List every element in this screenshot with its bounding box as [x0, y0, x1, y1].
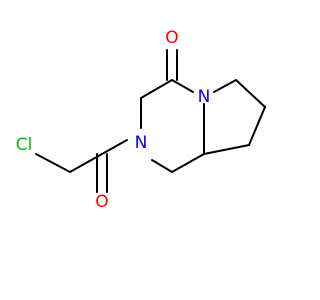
bond-carbonyl-n	[101, 139, 128, 155]
molecule-structure: Cl O N O N	[16, 28, 266, 212]
bond-pyrrolidine-c2-c3	[248, 106, 266, 146]
bond-ring-carbonyl-n	[171, 79, 194, 93]
ring-nitrogen-atom-label: N	[198, 87, 211, 107]
bond-n-ch2-pyrrolidine	[213, 79, 237, 93]
bond-pyrrolidine-c1-c2	[235, 79, 266, 108]
bond-pyrrolidine-c3-ch	[203, 144, 250, 155]
bond-ch-ch2-lower	[171, 153, 205, 173]
chlorine-atom-label: Cl	[16, 135, 33, 155]
ring-oxygen-atom-label: O	[165, 28, 178, 48]
atom-labels: Cl O N O N	[16, 28, 211, 212]
bond-ch2-lower-n	[151, 159, 173, 173]
bonds	[35, 49, 266, 193]
bond-cl-ch2	[35, 153, 71, 173]
amide-nitrogen-atom-label: N	[135, 133, 148, 153]
bond-ch2-carbonyl-ring	[140, 79, 173, 99]
acyl-oxygen-atom-label: O	[95, 192, 108, 212]
